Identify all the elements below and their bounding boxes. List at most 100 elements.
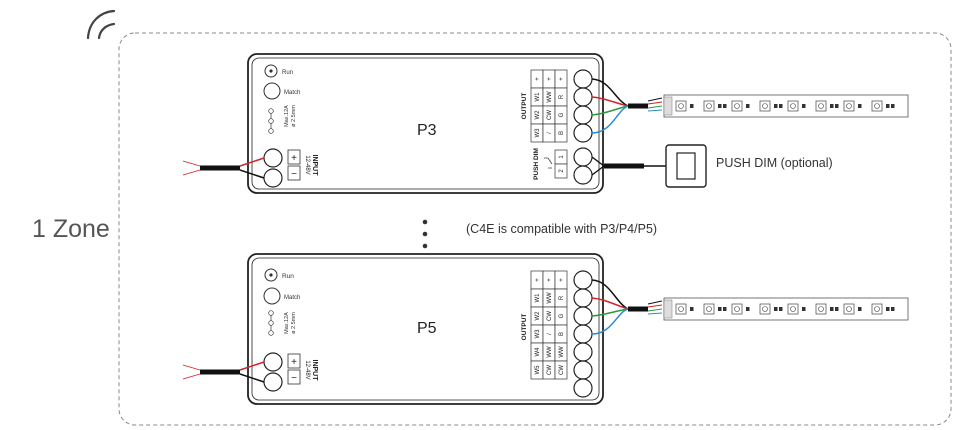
max-current-label: Max.12A [284, 312, 290, 334]
input-terminal-plus [263, 352, 283, 372]
pushdim-terminal-2: 2 [559, 169, 565, 173]
p5-output-wires [591, 279, 663, 335]
resistor [886, 104, 890, 108]
minus-sign: − [291, 169, 297, 180]
terminal-label: / [547, 132, 553, 134]
fuse-icon [268, 108, 274, 134]
resistor [891, 307, 895, 311]
output-label: OUTPUT [521, 314, 528, 341]
led-chip [703, 303, 715, 315]
resistor [779, 307, 783, 311]
max-current-label: Max.12A [284, 105, 290, 127]
led-chip-lens [706, 103, 712, 109]
terminal-label: W3 [535, 128, 541, 138]
terminal-label: CW [547, 311, 553, 321]
terminal-label: + [535, 278, 541, 282]
terminal-label: + [547, 77, 553, 81]
led-chip [815, 100, 827, 112]
led-chip [759, 100, 771, 112]
led-chip-lens [874, 103, 880, 109]
terminal-label: WW [547, 346, 553, 358]
led-chip [871, 303, 883, 315]
run-label: Run [282, 70, 293, 76]
led-chip [787, 303, 799, 315]
push-button-icon [665, 144, 707, 188]
run-label: Run [282, 273, 294, 280]
wireless-signal-icon [86, 9, 116, 40]
terminal-label: W2 [535, 311, 541, 321]
controller-p3: Run Match Max.12A ø 2.5mm + − INPUT 12-4… [247, 53, 604, 194]
led-strip-icon [663, 94, 909, 118]
p3-pushdim-wire [591, 156, 666, 176]
led-chip-lens [678, 103, 684, 109]
terminal-label: WW [547, 91, 553, 103]
led-chip [675, 100, 687, 112]
terminal-label: CW [547, 110, 553, 120]
controller-p5: Run Match Max.12A ø 2.5mm + − INPUT 12-4… [247, 253, 604, 405]
terminal-label: + [535, 77, 541, 81]
resistor [835, 104, 839, 108]
resistor [858, 307, 862, 311]
match-button[interactable] [263, 82, 281, 100]
input-terminal-minus [263, 372, 283, 392]
terminal-label: WW [547, 292, 553, 304]
resistor [718, 104, 722, 108]
terminal-label: G [559, 313, 565, 318]
output-label: OUTPUT [521, 93, 528, 120]
input-label: INPUT [311, 360, 318, 382]
led-chip [703, 100, 715, 112]
terminal-label: R [559, 94, 565, 99]
terminal-label: CW [547, 365, 553, 375]
resistor [779, 104, 783, 108]
terminal-label: B [559, 332, 565, 336]
resistor [774, 307, 778, 311]
input-terminal-minus [263, 168, 283, 188]
terminal-label: W5 [535, 365, 541, 375]
led-strip-chips [675, 100, 895, 112]
led-strip-chips [675, 303, 895, 315]
resistor [802, 104, 806, 108]
resistor [858, 104, 862, 108]
led-chip-lens [846, 306, 852, 312]
p3-input-cable [182, 157, 265, 179]
led-chip [675, 303, 687, 315]
terminal-label: WW [559, 346, 565, 358]
terminal-label: + [547, 278, 553, 282]
led-chip [871, 100, 883, 112]
ellipsis-icon [422, 219, 428, 249]
led-chip-lens [874, 306, 880, 312]
match-label: Match [284, 295, 300, 301]
resistor [774, 104, 778, 108]
zone-label: 1 Zone [32, 215, 110, 243]
led-chip [815, 303, 827, 315]
led-chip-lens [706, 306, 712, 312]
push-dim-label: PUSH DIM (optional) [716, 156, 833, 170]
minus-sign: − [291, 373, 297, 384]
terminal-label: + [559, 278, 565, 282]
compatibility-note: (C4E is compatible with P3/P4/P5) [466, 222, 658, 236]
led-chip-lens [762, 306, 768, 312]
output-terminals [573, 270, 593, 398]
led-chip-lens [762, 103, 768, 109]
led-chip [731, 303, 743, 315]
switch-icon [544, 157, 553, 169]
terminal-label: W2 [535, 110, 541, 120]
fuse-size-label: ø 2.5mm [291, 312, 297, 334]
plus-sign: + [291, 153, 297, 164]
resistor [802, 307, 806, 311]
output-terminal-block [530, 270, 568, 380]
match-button[interactable] [263, 287, 281, 305]
led-chip-lens [818, 103, 824, 109]
resistor [830, 104, 834, 108]
pushdim-terminal-1: 1 [559, 155, 565, 159]
resistor [690, 307, 694, 311]
resistor [835, 307, 839, 311]
resistor [723, 307, 727, 311]
led-chip [731, 100, 743, 112]
controller-name-p5: P5 [417, 320, 437, 337]
output-terminal-labels: + + + W1 WW R W2 CW G W3 / B [535, 77, 565, 138]
led-chip-lens [678, 306, 684, 312]
resistor [746, 307, 750, 311]
plus-sign: + [291, 357, 297, 368]
